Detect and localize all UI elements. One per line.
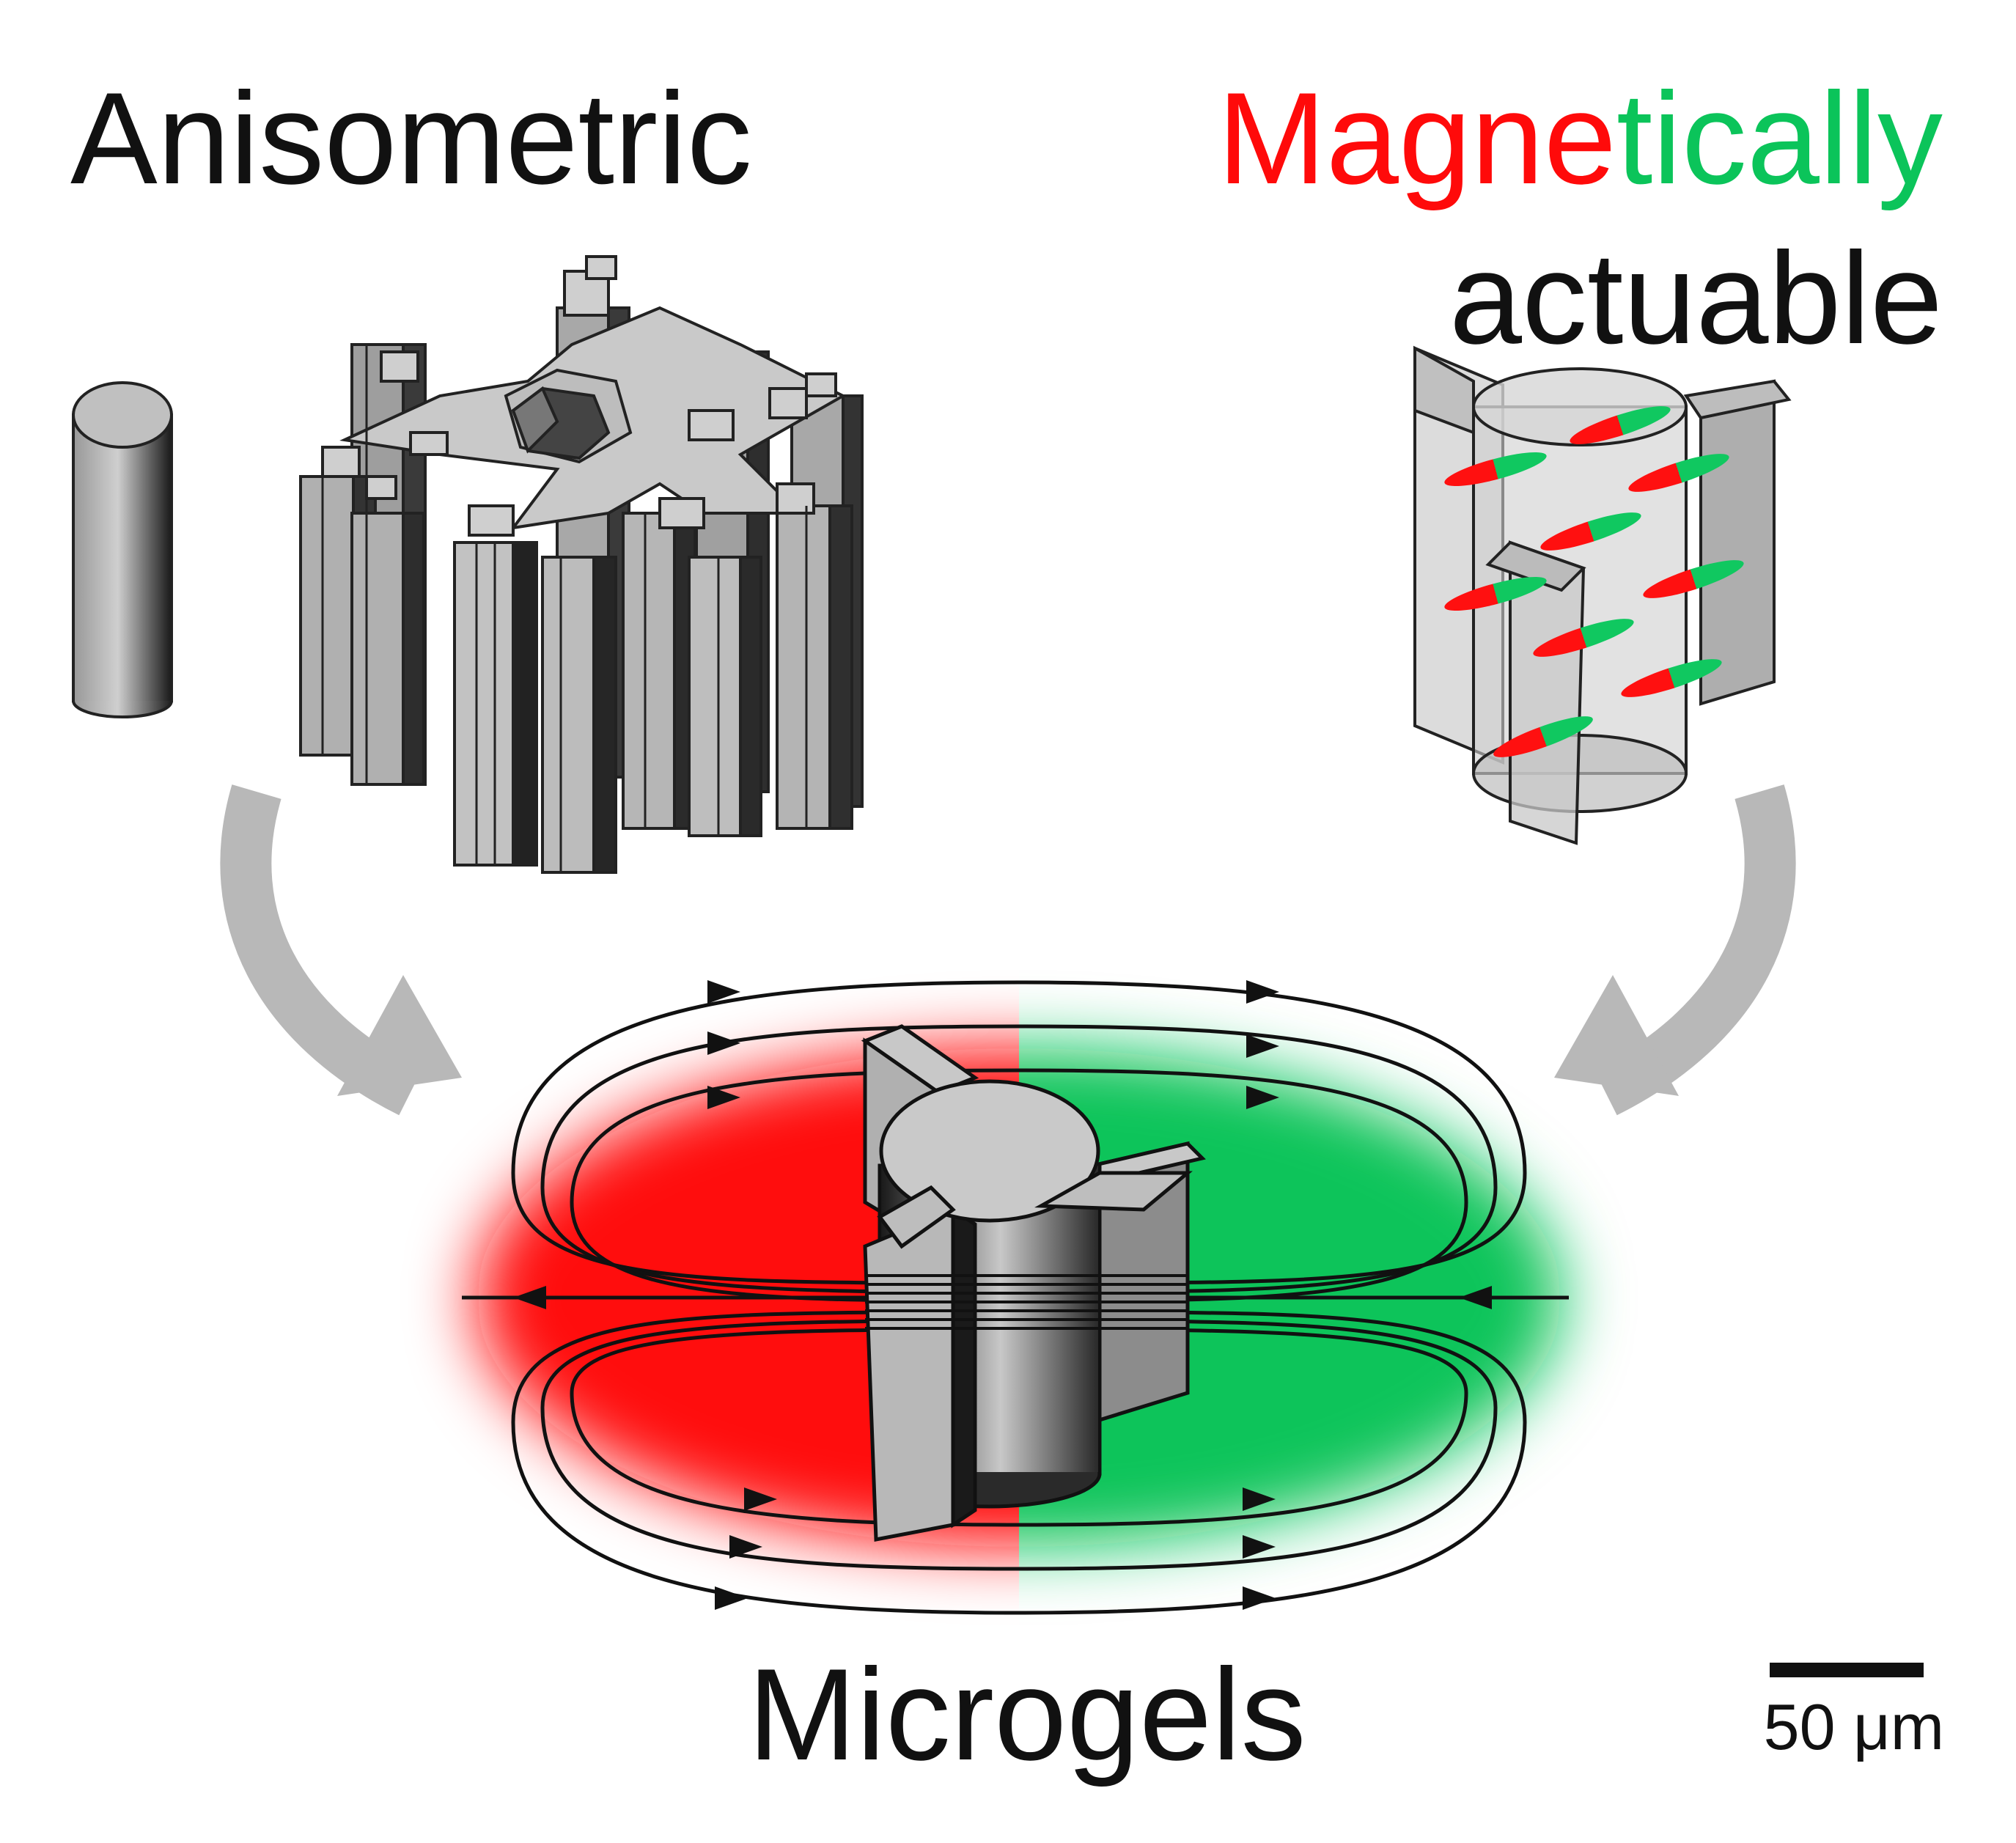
right-title-red-part: Magne xyxy=(1217,65,1616,211)
magnetic-ellipsoids xyxy=(1444,406,1744,757)
scale-bar xyxy=(1770,1663,1924,1677)
right-title-line1: Magnetically xyxy=(1218,73,1943,204)
right-title-green-part: tically xyxy=(1616,65,1943,211)
left-title: Anisometric xyxy=(70,65,752,211)
right-title-line2: actuable xyxy=(1449,225,1943,371)
magnetic-microgel xyxy=(1413,345,1792,845)
core-field-lines xyxy=(865,1274,1188,1330)
snowflake-microgel xyxy=(299,255,864,874)
cylinder-microgel xyxy=(72,381,173,718)
bottom-title: Microgels xyxy=(748,1641,1306,1787)
scale-bar-label: 50 μm xyxy=(1763,1691,1944,1763)
field-arrowheads xyxy=(513,980,1492,1610)
left-curved-arrow xyxy=(220,784,462,1116)
right-curved-arrow xyxy=(1554,784,1796,1116)
